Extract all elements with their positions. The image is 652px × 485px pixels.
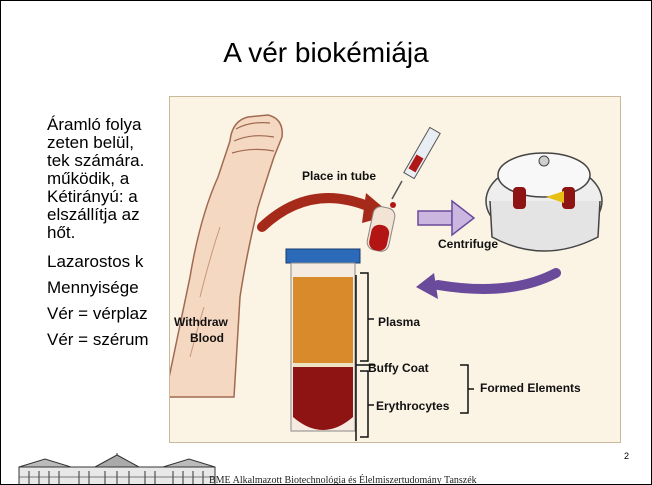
label-formed-elements: Formed Elements xyxy=(480,381,581,395)
centrifuge-to-tube-arrow xyxy=(438,273,556,289)
slide-footer: BME Alkalmazott Biotechnológia és Élelmi… xyxy=(1,453,652,485)
label-erythrocytes: Erythrocytes xyxy=(376,399,449,413)
arm-to-tube-arrow xyxy=(262,198,370,227)
syringe-illustration xyxy=(390,127,440,208)
footer-department: BME Alkalmazott Biotechnológia és Élelmi… xyxy=(209,475,477,485)
label-buffy-coat: Buffy Coat xyxy=(368,361,429,375)
slide-title: A vér biokémiája xyxy=(1,37,651,69)
arm-illustration xyxy=(170,115,282,397)
label-plasma: Plasma xyxy=(378,315,420,329)
label-blood: Blood xyxy=(190,331,224,345)
label-centrifuge: Centrifuge xyxy=(438,237,498,251)
page-number: 2 xyxy=(624,451,629,461)
label-place-in-tube: Place in tube xyxy=(302,169,376,183)
centrifuge-illustration xyxy=(486,153,602,251)
blood-separation-figure: Place in tube Centrifuge Withdraw Blood … xyxy=(169,96,621,443)
separated-blood-tube xyxy=(286,249,360,441)
university-building-logo xyxy=(17,453,217,485)
label-withdraw: Withdraw xyxy=(174,315,228,329)
